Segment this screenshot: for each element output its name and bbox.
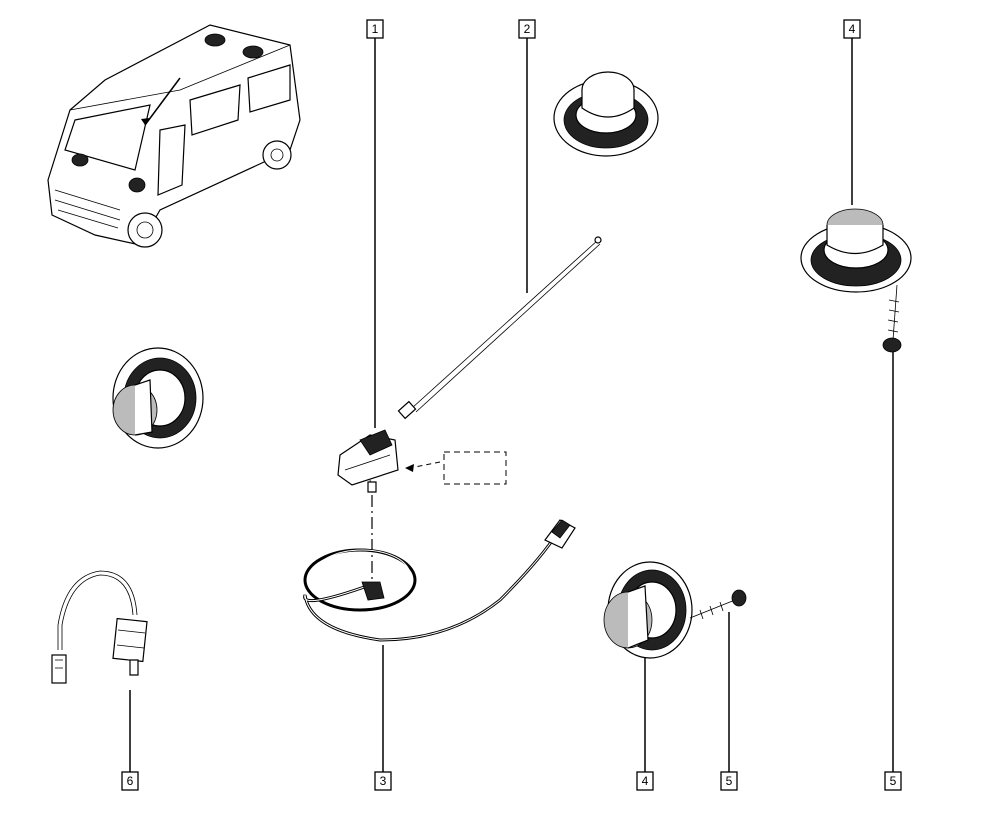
antenna-base <box>337 429 399 493</box>
callout-label: 4 <box>849 22 856 36</box>
interference-suppressor <box>51 570 148 684</box>
screw-bottom <box>689 589 747 620</box>
reference-placeholder-box <box>405 451 507 485</box>
callout-2-top: 2 <box>518 19 536 39</box>
callout-4-top: 4 <box>843 19 861 39</box>
callout-label: 3 <box>380 774 387 788</box>
van-illustration <box>47 24 301 248</box>
callout-label: 5 <box>726 774 733 788</box>
speaker-top-center <box>553 71 659 157</box>
callout-label: 6 <box>127 774 134 788</box>
antenna-mast <box>397 236 602 420</box>
antenna-cable <box>303 519 576 642</box>
screw-right <box>882 284 902 353</box>
callout-label: 4 <box>642 774 649 788</box>
speaker-bottom <box>603 561 693 659</box>
callout-label: 2 <box>524 22 531 36</box>
callout-4-bottom: 4 <box>636 771 654 791</box>
callout-1-top: 1 <box>366 19 384 39</box>
callout-3-bottom: 3 <box>374 771 392 791</box>
leader-lines <box>129 38 894 772</box>
callout-6-bottom: 6 <box>121 771 139 791</box>
callout-5-bottom-left: 5 <box>720 771 738 791</box>
speaker-left <box>112 347 204 449</box>
callout-label: 1 <box>372 22 379 36</box>
speaker-right-top <box>800 208 912 293</box>
callout-5-bottom-right: 5 <box>884 771 902 791</box>
callout-label: 5 <box>890 774 897 788</box>
